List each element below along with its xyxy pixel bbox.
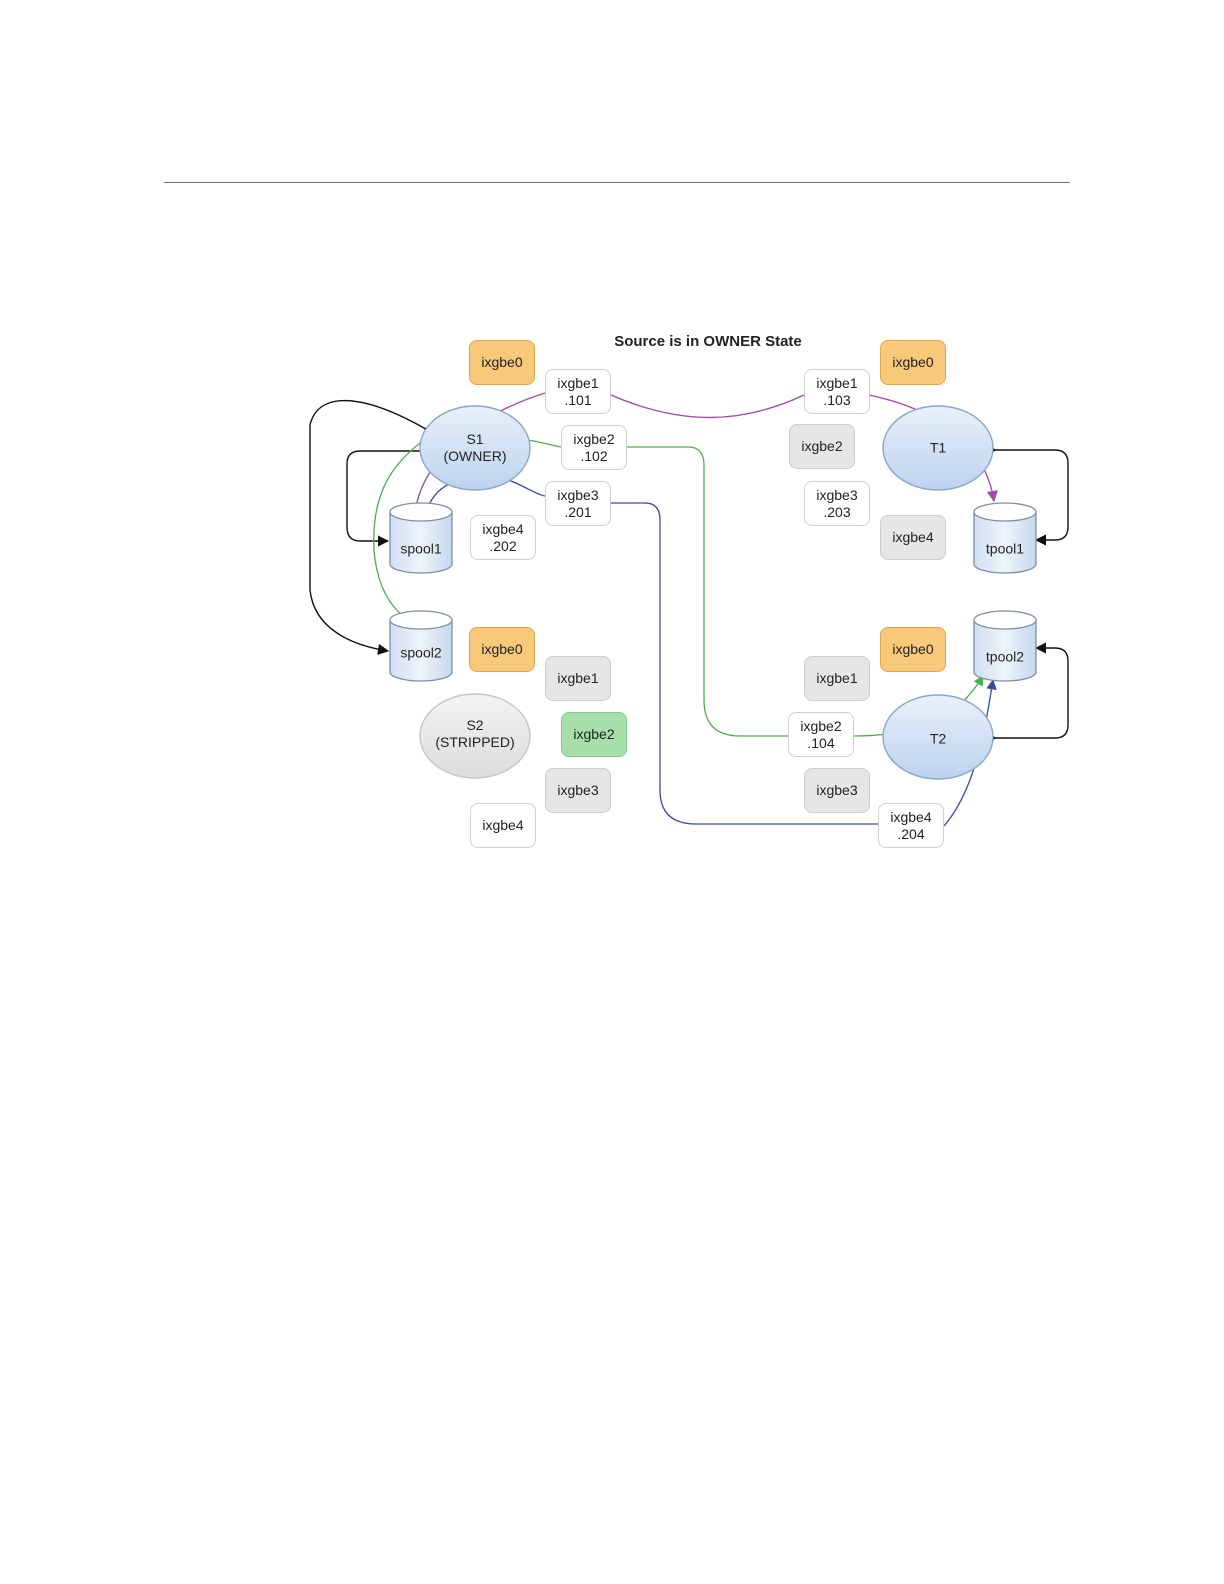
t1-ixgbe1-port: ixgbe1 .103 [804, 369, 870, 414]
s1-ixgbe1-port: ixgbe1 .101 [545, 369, 611, 414]
s2-ixgbe3-port: ixgbe3 [545, 768, 611, 813]
s2-ixgbe4-port: ixgbe4 [470, 803, 536, 848]
t2-ixgbe1-port: ixgbe1 [804, 656, 870, 701]
t2-ixgbe0-port: ixgbe0 [880, 627, 946, 672]
spool1-label: spool1 [400, 541, 441, 558]
s2-ixgbe1-port: ixgbe1 [545, 656, 611, 701]
t2-ixgbe2-port: ixgbe2 .104 [788, 712, 854, 757]
spool2-label: spool2 [400, 645, 441, 662]
tpool1-cylinder [974, 503, 1036, 573]
t1-ixgbe2-port: ixgbe2 [789, 424, 855, 469]
t1-ixgbe3-port: ixgbe3 .203 [804, 481, 870, 526]
s1-ixgbe0-port: ixgbe0 [469, 340, 535, 385]
s2-ixgbe2-port: ixgbe2 [561, 712, 627, 757]
s1-ixgbe3-port: ixgbe3 .201 [545, 481, 611, 526]
tpool2-label: tpool2 [986, 649, 1024, 666]
t1-ixgbe4-port: ixgbe4 [880, 515, 946, 560]
spool1-cylinder [390, 503, 452, 573]
s2-node-label: S2 (STRIPPED) [435, 717, 514, 751]
s1-node-label: S1 (OWNER) [444, 431, 507, 465]
green-replication-link-b [528, 440, 561, 447]
s2-ixgbe0-port: ixgbe0 [469, 627, 535, 672]
green-replication-link-c [627, 447, 788, 736]
tpool2-cylinder [974, 611, 1036, 681]
t2-node-label: T2 [930, 731, 946, 748]
t2-ixgbe4-port: ixgbe4 .204 [878, 803, 944, 848]
tpool1-label: tpool1 [986, 541, 1024, 558]
s1-ixgbe2-port: ixgbe2 .102 [561, 425, 627, 470]
t1-ixgbe0-port: ixgbe0 [880, 340, 946, 385]
t2-ixgbe3-port: ixgbe3 [804, 768, 870, 813]
s1-ixgbe4-port: ixgbe4 .202 [470, 515, 536, 560]
t1-node-label: T1 [930, 440, 946, 457]
